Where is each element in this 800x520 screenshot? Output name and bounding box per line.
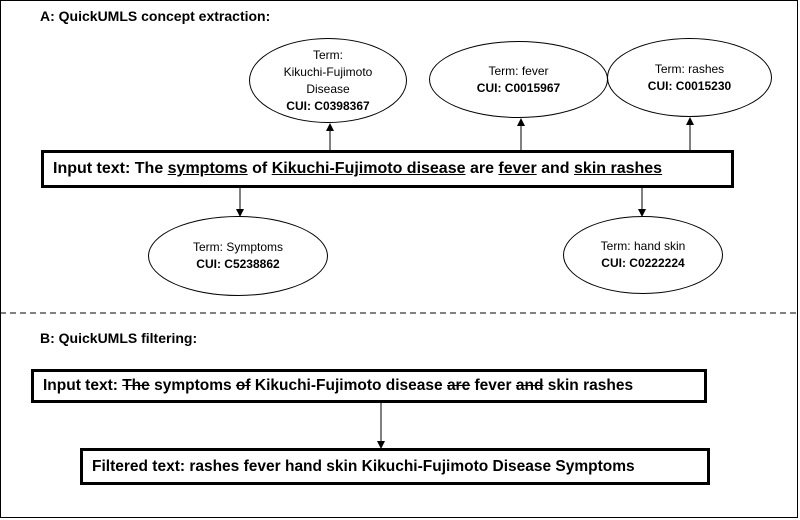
concept-term: Term: rashes [654, 61, 725, 76]
concept-kikuchi: Term: Kikuchi-Fujimoto Disease CUI: C039… [249, 38, 407, 123]
concept-term: Term: Symptoms [192, 240, 283, 254]
input-b-part-text: skin rashes [543, 377, 634, 394]
input-b-part-strike-word: and [515, 377, 544, 394]
concept-term: Term: fever [488, 63, 549, 78]
input-a-part-text: and [536, 160, 575, 177]
filtered-text-box: Filtered text: rashes fever hand skin Ki… [80, 448, 710, 485]
filtered-text: Filtered text: rashes fever hand skin Ki… [92, 457, 635, 475]
concept-symptoms: Term: Symptoms CUI: C5238862 [148, 216, 328, 296]
input-b-part-strike-word: The [122, 377, 150, 394]
concept-cui: CUI: C0222224 [601, 256, 685, 270]
input-a-part-text: of [247, 160, 272, 177]
concept-cui: CUI: C0398367 [286, 98, 370, 113]
input-a-part-text: are [465, 160, 499, 177]
input-a-part-underline-word: fever [498, 160, 537, 177]
input-b-part-text: fever [470, 377, 516, 394]
section-a-title: A: QuickUMLS concept extraction: [40, 8, 271, 24]
input-a-part-underline-word: Kikuchi-Fujimoto disease [271, 160, 466, 177]
input-text-a: Input text: The symptoms of Kikuchi-Fuji… [53, 160, 662, 178]
input-a-part-text: Input text: The [53, 160, 168, 177]
input-b-part-strike-word: of [235, 377, 251, 394]
input-b-part-text: Kikuchi-Fujimoto disease [250, 377, 447, 394]
concept-cui: CUI: C5238862 [196, 257, 280, 271]
concept-cui: CUI: C0015230 [647, 78, 732, 93]
input-b-part-text: symptoms [149, 377, 236, 394]
concept-term: Disease [306, 81, 350, 96]
input-b-part-strike-word: are [446, 377, 471, 394]
input-text-b: Input text: The symptoms of Kikuchi-Fuji… [43, 377, 633, 395]
input-text-box-a: Input text: The symptoms of Kikuchi-Fuji… [41, 150, 734, 188]
concept-term: Term: [313, 47, 343, 62]
concept-fever: Term: fever CUI: C0015967 [429, 41, 608, 118]
concept-term: Kikuchi-Fujimoto [283, 64, 373, 79]
input-a-part-underline-word: symptoms [167, 160, 248, 177]
concept-cui: CUI: C0015967 [476, 80, 561, 95]
concept-hand-skin: Term: hand skin CUI: C0222224 [563, 216, 723, 294]
input-text-box-b: Input text: The symptoms of Kikuchi-Fuji… [31, 369, 707, 403]
input-b-part-text: Input text: [43, 377, 123, 394]
concept-term: Term: hand skin [600, 239, 686, 253]
concept-rashes: Term: rashes CUI: C0015230 [607, 38, 772, 117]
input-a-part-underline-word: skin rashes [574, 160, 663, 177]
section-b-title: B: QuickUMLS filtering: [40, 330, 198, 346]
